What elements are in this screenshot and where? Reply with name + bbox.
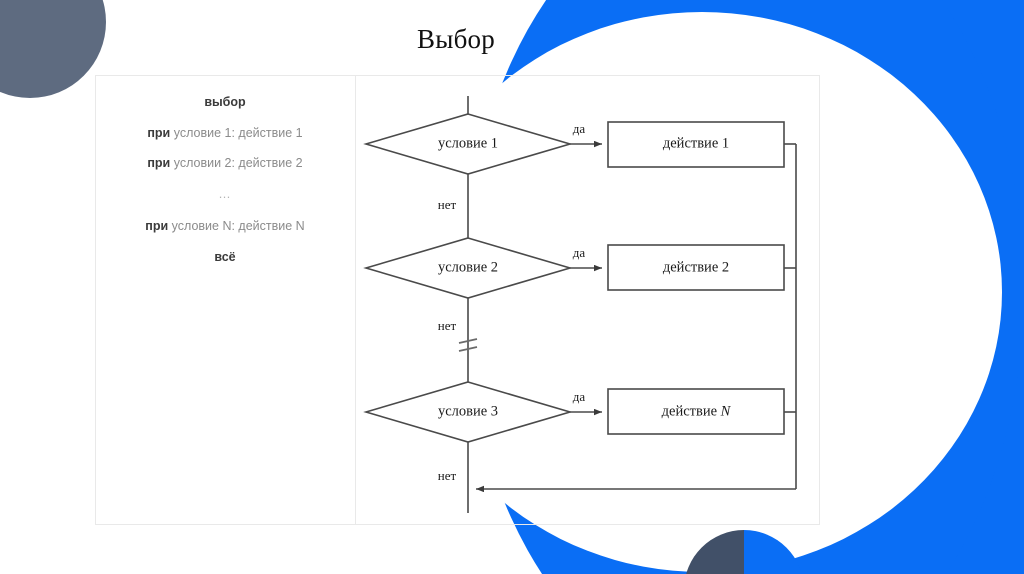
page-title: Выбор xyxy=(417,24,495,54)
pseudocode-keyword-0: выбор xyxy=(204,95,246,109)
pseudocode-keyword-5: всё xyxy=(214,249,236,264)
action-3-label-text: действие xyxy=(661,403,718,420)
pseudocode-ellipsis: … xyxy=(218,186,232,201)
pseudocode-block: выбор при условие 1: действие 1 при усло… xyxy=(100,96,350,281)
pseudocode-line-0: выбор xyxy=(100,96,350,109)
content-panel xyxy=(95,75,820,525)
decision-3-label: условие 3 xyxy=(437,403,499,420)
edge-label-yes-2: да xyxy=(572,245,586,260)
edge-label-yes-3: да xyxy=(572,389,586,404)
decision-2-label: условие 2 xyxy=(437,259,499,276)
pseudocode-line-5: всё xyxy=(100,249,350,264)
pseudocode-keyword-4: при xyxy=(145,219,169,233)
edge-label-no-2: нет xyxy=(437,318,457,333)
pseudocode-line-2: при условии 2: действие 2 xyxy=(100,157,350,170)
panel-divider xyxy=(355,75,356,525)
edge-label-no-3: нет xyxy=(437,468,457,483)
edge-label-no-1: нет xyxy=(437,197,457,212)
pseudocode-keyword-2: при xyxy=(147,156,171,170)
edge-label-yes-1: да xyxy=(572,121,586,136)
action-1-label: действие 1 xyxy=(662,135,730,152)
action-2-label: действие 2 xyxy=(662,259,730,276)
decision-1-label: условие 1 xyxy=(437,135,499,152)
pseudocode-line-4: при условие N: действие N xyxy=(100,220,350,233)
action-3-label: действие N xyxy=(662,404,731,421)
pseudocode-rest-4: условие N: действие N xyxy=(168,219,305,233)
pseudocode-keyword-1: при xyxy=(147,125,171,140)
pseudocode-rest-2: условии 2: действие 2 xyxy=(170,156,303,170)
action-3-label-suffix: N xyxy=(720,403,731,420)
pseudocode-line-1: при условие 1: действие 1 xyxy=(100,125,350,140)
pseudocode-rest-1: условие 1: действие 1 xyxy=(170,125,303,140)
pseudocode-line-3-ellipsis: … xyxy=(100,186,350,201)
line-break-marker xyxy=(458,338,478,352)
